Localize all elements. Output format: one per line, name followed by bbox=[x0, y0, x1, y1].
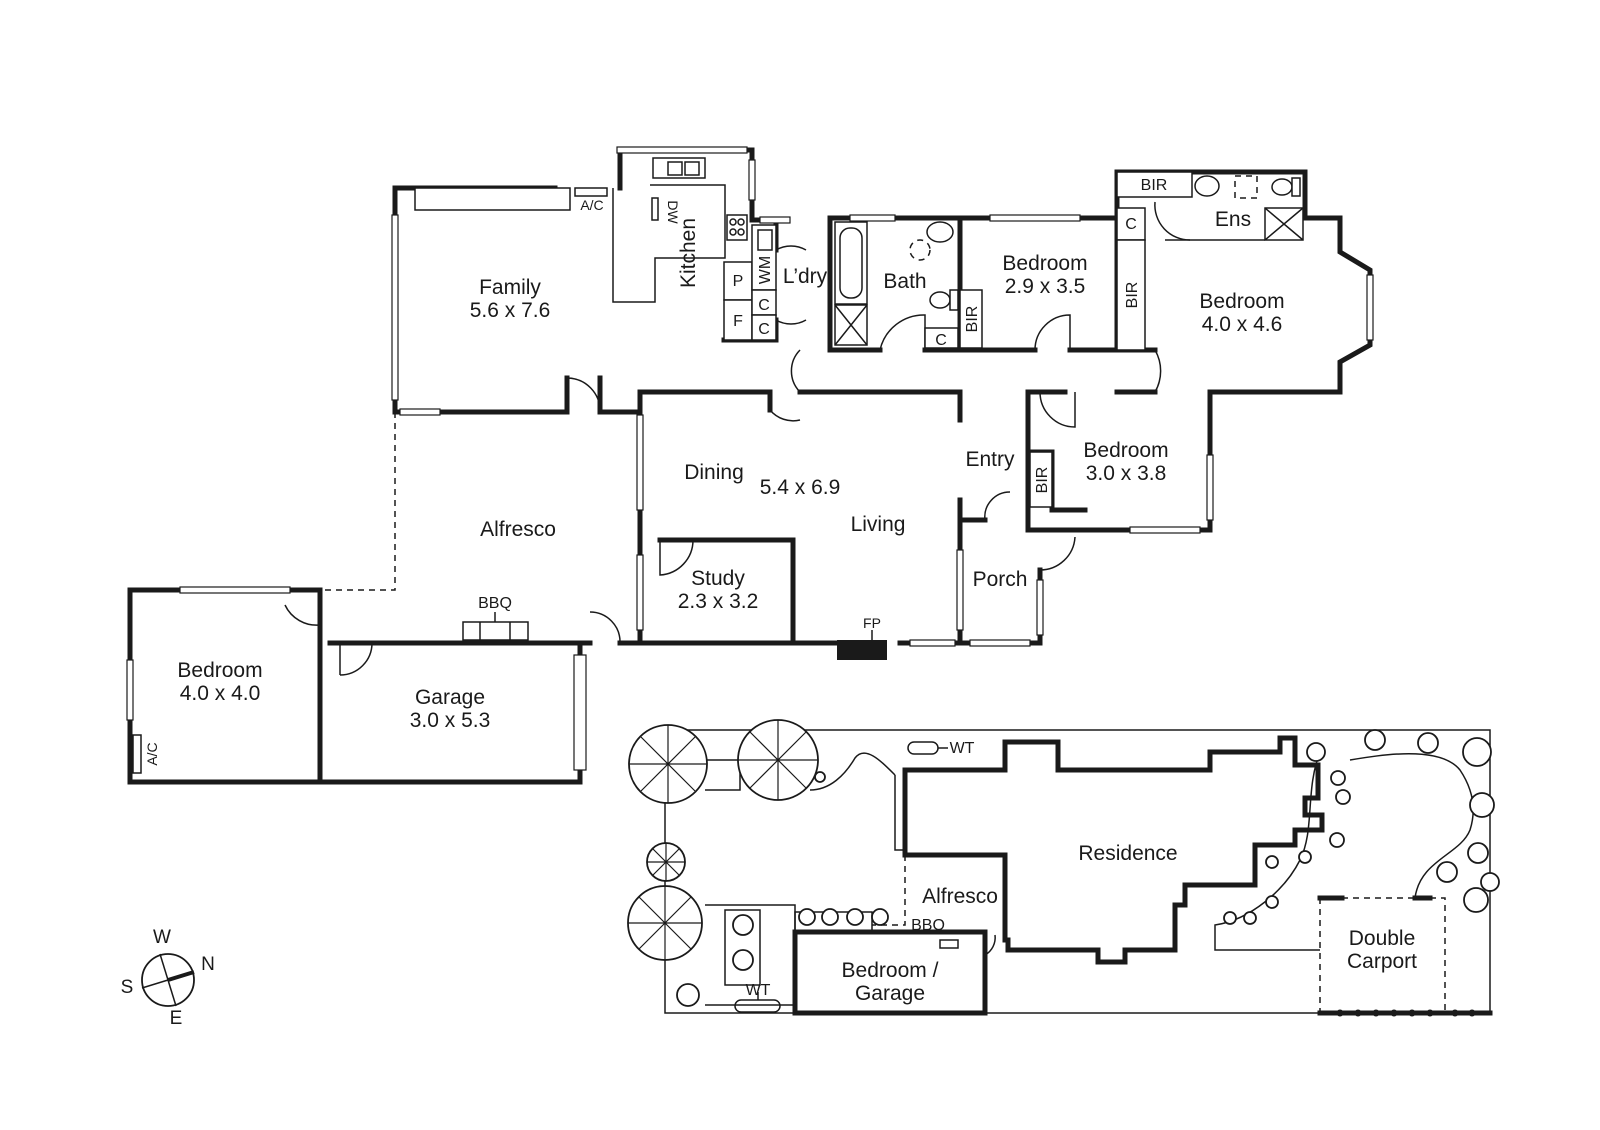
bedroom-ac-label: A/C bbox=[144, 742, 160, 765]
room-labels: Family 5.6 x 7.6 Kitchen L’dry Bath Bedr… bbox=[177, 208, 1284, 732]
site-bedroom-garage-line2: Garage bbox=[855, 982, 925, 1005]
alfresco-dashed-edge bbox=[320, 412, 396, 591]
windows bbox=[126, 146, 1374, 771]
washing-machine-label: WM bbox=[757, 256, 774, 284]
bedroom2-bir-label: BIR bbox=[964, 306, 981, 333]
site-carport-line1: Double bbox=[1349, 927, 1416, 950]
bath-label: Bath bbox=[883, 270, 926, 293]
trees bbox=[627, 719, 819, 961]
fixture-labels: A/C DW P F WM C C C BIR BIR C BIR BIR BB… bbox=[144, 177, 1167, 766]
study-label: Study bbox=[691, 567, 745, 590]
dining-label: Dining bbox=[684, 461, 744, 484]
living-dims: 5.4 x 6.9 bbox=[760, 476, 841, 499]
bedroom4-label: Bedroom bbox=[177, 659, 262, 682]
study-dims: 2.3 x 3.2 bbox=[678, 590, 759, 613]
ensuite-label: Ens bbox=[1215, 208, 1251, 231]
kitchen-label: Kitchen bbox=[677, 218, 700, 288]
bedroom2-dims: 2.9 x 3.5 bbox=[1005, 275, 1086, 298]
compass: W N S E bbox=[121, 927, 215, 1029]
family-ac-label: A/C bbox=[580, 197, 603, 213]
bedroom4-dims: 4.0 x 4.0 bbox=[180, 682, 261, 705]
dishwasher-label: DW bbox=[665, 200, 681, 224]
bbq-label: BBQ bbox=[478, 595, 512, 612]
carport-edge-dots bbox=[1336, 1009, 1476, 1017]
living-label: Living bbox=[851, 513, 906, 536]
site-water-tank-2: WT bbox=[746, 982, 771, 999]
site-bedroom-garage-line1: Bedroom / bbox=[842, 959, 939, 982]
fixtures bbox=[132, 157, 1304, 774]
bedroom3-dims: 3.0 x 3.8 bbox=[1086, 462, 1167, 485]
site-carport-line2: Carport bbox=[1347, 950, 1417, 973]
bath-cupboard: C bbox=[935, 332, 947, 349]
compass-north: N bbox=[201, 954, 215, 975]
site-alfresco-label: Alfresco bbox=[922, 885, 998, 908]
compass-south: S bbox=[121, 977, 134, 998]
alfresco-label: Alfresco bbox=[480, 518, 556, 541]
walls bbox=[127, 147, 1373, 785]
shrubs bbox=[676, 729, 1500, 1007]
laundry-label: L’dry bbox=[783, 265, 828, 288]
residence-outline bbox=[902, 735, 1325, 965]
site-water-tank-1: WT bbox=[950, 740, 975, 757]
master-bedroom-dims: 4.0 x 4.6 bbox=[1202, 313, 1283, 336]
master-bedroom-label: Bedroom bbox=[1199, 290, 1284, 313]
pantry-label: P bbox=[733, 273, 744, 290]
bedroom3-bir-label: BIR bbox=[1034, 467, 1051, 494]
family-label: Family bbox=[479, 276, 541, 299]
porch-label: Porch bbox=[973, 568, 1028, 591]
ensuite-bir-label: BIR bbox=[1141, 177, 1168, 194]
site-bbq-label: BBQ bbox=[911, 917, 945, 934]
bedroom2-label: Bedroom bbox=[1002, 252, 1087, 275]
master-bir-label: BIR bbox=[1124, 282, 1141, 309]
laundry-cupboard-2: C bbox=[758, 321, 770, 338]
fridge-label: F bbox=[733, 313, 743, 330]
site-plan: Residence Alfresco BBQ WT WT Bedroom / G… bbox=[627, 719, 1500, 1017]
compass-west: W bbox=[153, 927, 171, 948]
fireplace-label: FP bbox=[863, 615, 881, 631]
family-dims: 5.6 x 7.6 bbox=[470, 299, 551, 322]
bedroom3-label: Bedroom bbox=[1083, 439, 1168, 462]
compass-east: E bbox=[170, 1008, 183, 1029]
garage-dims: 3.0 x 5.3 bbox=[410, 709, 491, 732]
site-residence-label: Residence bbox=[1078, 842, 1177, 865]
garage-label: Garage bbox=[415, 686, 485, 709]
entry-label: Entry bbox=[965, 448, 1015, 471]
master-cupboard: C bbox=[1125, 216, 1137, 233]
laundry-cupboard-1: C bbox=[758, 297, 770, 314]
